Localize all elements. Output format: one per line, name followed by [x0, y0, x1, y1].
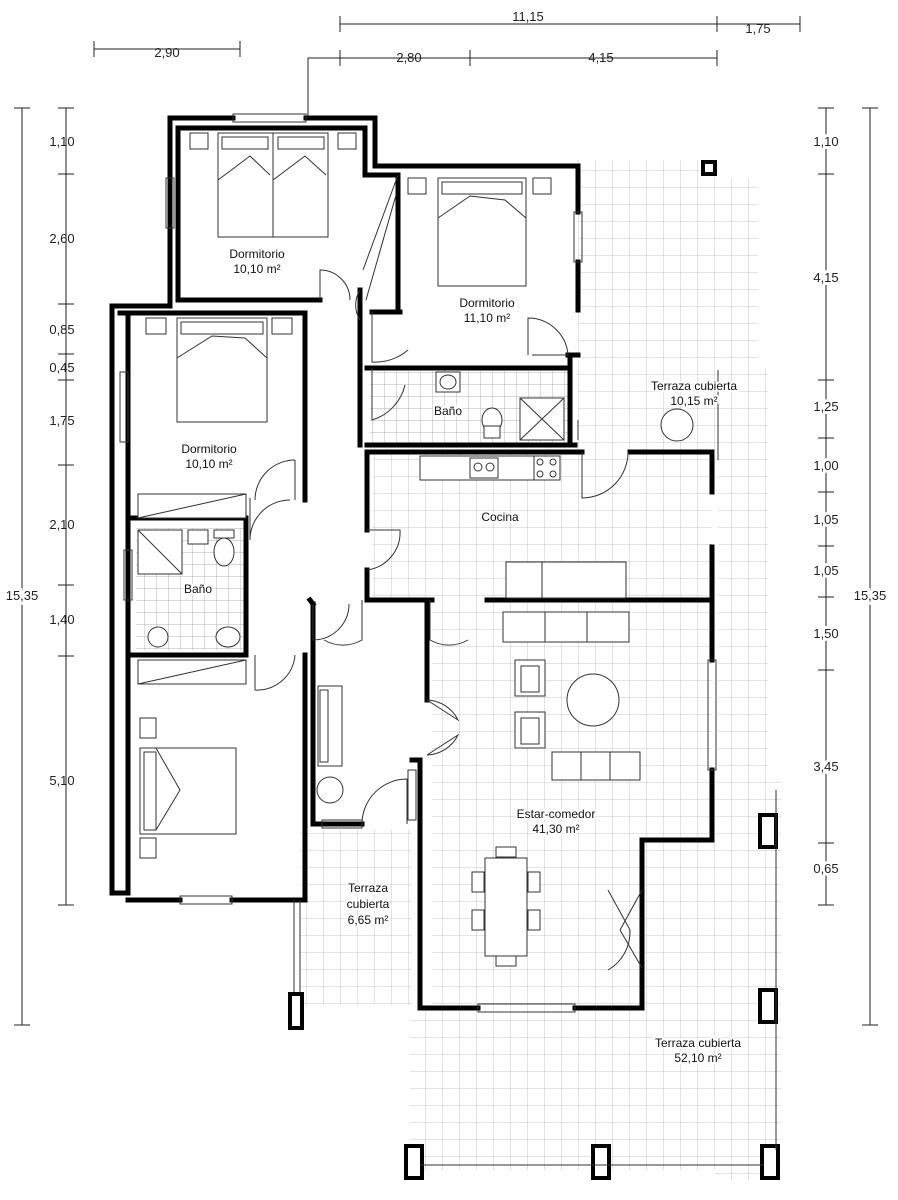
room-label-living: Estar-comedor	[517, 807, 596, 821]
dim-right-1: 1,10	[813, 134, 838, 149]
dimensions-top: 11,15 1,75 2,90 2,80 4,15	[154, 9, 770, 65]
room-label-bedroom-1: Dormitorio	[229, 247, 285, 261]
dim-left-7: 1,40	[49, 612, 74, 627]
dim-right-total: 15,35	[854, 588, 887, 603]
dimensions-left: 1,10 2,60 0,85 0,45 1,75 2,10 1,40 5,10 …	[3, 134, 75, 788]
room-area-terrace-1: 10,15 m²	[670, 394, 717, 408]
dim-left-3: 0,85	[49, 322, 74, 337]
columns	[288, 160, 780, 1180]
dim-right-4: 1,00	[813, 458, 838, 473]
dim-right-9: 0,65	[813, 861, 838, 876]
walls	[109, 115, 715, 1011]
dim-left-8: 5,10	[49, 773, 74, 788]
dim-left-1: 1,10	[49, 134, 74, 149]
dim-left-6: 2,10	[49, 517, 74, 532]
room-label-bedroom-3: Dormitorio	[181, 442, 237, 456]
room-area-living: 41,30 m²	[532, 822, 579, 836]
room-label-bath-2: Baño	[184, 582, 212, 596]
room-area-bedroom-1: 10,10 m²	[233, 262, 280, 276]
dim-top-total: 11,15	[512, 9, 544, 24]
dim-top-mid1: 2,80	[396, 50, 421, 65]
room-area-terrace-2: 6,65 m²	[348, 913, 389, 927]
dim-left-5: 1,75	[49, 413, 74, 428]
room-area-bedroom-3: 10,10 m²	[185, 457, 232, 471]
room-area-bedroom-2: 11,10 m²	[464, 311, 510, 325]
dim-left-2: 2,60	[49, 231, 74, 246]
room-label-bedroom-2: Dormitorio	[459, 296, 515, 310]
dim-right-5: 1,05	[813, 512, 838, 527]
room-label-terrace-3: Terraza cubierta	[655, 1036, 741, 1050]
dim-right-7: 1,50	[813, 626, 838, 641]
room-label-bath-1: Baño	[434, 404, 462, 418]
dim-right-8: 3,45	[813, 759, 838, 774]
room-labels: Dormitorio 10,10 m² Dormitorio 11,10 m² …	[181, 247, 743, 1067]
room-label-terrace-2-line2: cubierta	[347, 897, 390, 911]
dimensions-right: 1,10 4,15 1,25 1,00 1,05 1,05 1,50 3,45 …	[810, 131, 889, 879]
room-area-terrace-3: 52,10 m²	[674, 1051, 721, 1065]
dim-left-total: 15,35	[6, 588, 39, 603]
room-label-kitchen: Cocina	[481, 510, 519, 524]
dimension-lines	[14, 16, 878, 1026]
room-label-terrace-2: Terraza	[348, 881, 388, 895]
doors	[249, 174, 643, 971]
windows	[119, 113, 717, 1013]
dim-right-2: 4,15	[813, 270, 838, 285]
room-label-terrace-1: Terraza cubierta	[651, 379, 737, 393]
dim-top-right: 1,75	[745, 21, 770, 36]
dim-right-6: 1,05	[813, 563, 838, 578]
dim-top-left: 2,90	[154, 45, 179, 60]
dim-right-3: 1,25	[813, 399, 838, 414]
furniture	[137, 132, 719, 967]
dim-left-4: 0,45	[49, 360, 74, 375]
dim-top-mid2: 4,15	[588, 50, 613, 65]
